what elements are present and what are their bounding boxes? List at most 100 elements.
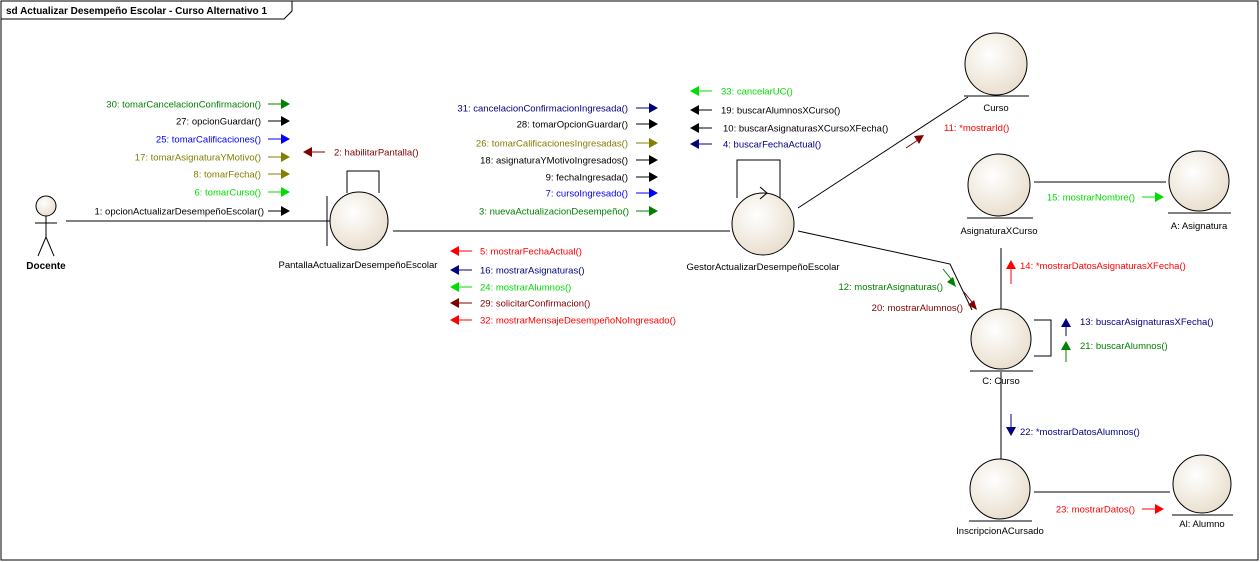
message-arrowhead-m16 bbox=[450, 265, 459, 275]
entity-circle bbox=[1168, 150, 1230, 212]
message-arrowhead-m20 bbox=[968, 300, 977, 310]
message-label-m16: 16: mostrarAsignaturas() bbox=[480, 266, 585, 277]
message-label-m14: 14: *mostrarDatosAsignaturasXFecha() bbox=[1020, 261, 1186, 272]
message-label-m12: 12: mostrarAsignaturas() bbox=[838, 282, 943, 293]
message-label-m21: 21: buscarAlumnos() bbox=[1080, 341, 1168, 352]
message-arrow-line-m12 bbox=[942, 268, 952, 280]
label-c-curso: C: Curso bbox=[982, 376, 1019, 387]
entity-circle bbox=[1172, 454, 1232, 514]
message-arrow-line-m20 bbox=[963, 291, 973, 303]
entity-a-asignatura bbox=[1168, 150, 1231, 214]
entity-c-curso bbox=[970, 308, 1033, 372]
message-arrowhead-m10 bbox=[690, 123, 699, 133]
message-label-m11: 11: *mostrarId() bbox=[944, 123, 1009, 134]
message-label-m3: 3: nuevaActualizacionDesempeño() bbox=[479, 207, 629, 218]
frame-title-tab bbox=[1, 1, 293, 20]
label-docente: Docente bbox=[26, 261, 66, 272]
message-arrowhead-m31 bbox=[649, 103, 658, 113]
message-arrowhead-m6 bbox=[281, 187, 290, 197]
label-inscripcion: InscripcionACursado bbox=[956, 526, 1044, 537]
control-circle bbox=[731, 192, 795, 256]
message-arrowhead-m3 bbox=[649, 206, 658, 216]
message-arrowhead-m8 bbox=[281, 169, 290, 179]
message-label-m27: 27: opcionGuardar() bbox=[176, 117, 261, 128]
entity-circle bbox=[967, 153, 1031, 217]
message-arrowhead-m2 bbox=[303, 147, 312, 157]
message-label-m25: 25: tomarCalificaciones() bbox=[156, 135, 261, 146]
message-label-m1: 1: opcionActualizarDesempeñoEscolar() bbox=[95, 207, 265, 218]
links bbox=[66, 96, 1170, 493]
label-al-alumno: Al: Alumno bbox=[1179, 519, 1224, 530]
message-label-m20: 20: mostrarAlumnos() bbox=[872, 303, 963, 314]
control-arrowhead bbox=[759, 186, 768, 200]
boundary-circle bbox=[329, 191, 389, 251]
boundary-pantalla bbox=[326, 191, 389, 251]
label-curso: Curso bbox=[983, 103, 1008, 114]
message-arrowhead-m4 bbox=[690, 139, 699, 149]
message-label-m23: 23: mostrarDatos() bbox=[1056, 505, 1135, 516]
link-gestor-ccurso bbox=[797, 230, 973, 311]
frame-title: sd Actualizar Desempeño Escolar - Curso … bbox=[6, 6, 267, 17]
label-gestor: GestorActualizarDesempeñoEscolar bbox=[686, 262, 839, 273]
message-label-m15: 15: mostrarNombre() bbox=[1047, 193, 1135, 204]
message-arrowhead-m30 bbox=[281, 99, 290, 109]
message-label-m18: 18: asignaturaYMotivoIngresados() bbox=[480, 156, 628, 167]
message-label-m26: 26: tomarCalificacionesIngresadas() bbox=[476, 139, 628, 150]
message-arrowhead-m9 bbox=[649, 172, 658, 182]
message-label-m10: 10: buscarAsignaturasXCursoXFecha() bbox=[723, 124, 888, 135]
message-label-m33: 33: cancelarUC() bbox=[721, 87, 793, 98]
message-arrowhead-m26 bbox=[649, 138, 658, 148]
entity-circle bbox=[964, 32, 1028, 96]
entity-circle bbox=[970, 308, 1032, 370]
entity-al-alumno bbox=[1172, 454, 1233, 516]
message-arrowhead-m7 bbox=[649, 188, 658, 198]
message-arrowhead-m23 bbox=[1155, 504, 1164, 514]
message-label-m28: 28: tomarOpcionGuardar() bbox=[517, 120, 628, 131]
message-label-m22: 22: *mostrarDatosAlumnos() bbox=[1020, 427, 1140, 438]
label-a-asignatura: A: Asignatura bbox=[1171, 221, 1228, 232]
entity-circle bbox=[969, 458, 1031, 520]
message-arrowhead-m24 bbox=[450, 282, 459, 292]
message-label-m4: 4: buscarFechaActual() bbox=[723, 140, 821, 151]
link-gestor-curso bbox=[797, 96, 969, 209]
message-label-m7: 7: cursoIngresado() bbox=[546, 189, 628, 200]
messages-layer: 30: tomarCancelacionConfirmacion() 27: op… bbox=[95, 86, 1214, 516]
message-label-m31: 31: cancelacionConfirmacionIngresada() bbox=[457, 104, 628, 115]
entity-curso bbox=[964, 32, 1029, 97]
message-label-m32: 32: mostrarMensajeDesempeñoNoIngresado() bbox=[480, 316, 676, 327]
control-gestor bbox=[731, 186, 795, 256]
message-arrowhead-m15 bbox=[1155, 192, 1164, 202]
message-arrowhead-m27 bbox=[281, 116, 290, 126]
message-arrowhead-m25 bbox=[281, 134, 290, 144]
label-asignatura-x-curso: AsignaturaXCurso bbox=[960, 226, 1037, 237]
message-label-m5: 5: mostrarFechaActual() bbox=[480, 247, 582, 258]
message-arrowhead-m12 bbox=[947, 277, 956, 287]
message-label-m6: 6: tomarCurso() bbox=[194, 188, 261, 199]
message-arrowhead-m29 bbox=[450, 298, 459, 308]
message-arrow-line-m11 bbox=[905, 139, 919, 149]
self-loop-gestor bbox=[736, 159, 781, 198]
message-arrowhead-m14 bbox=[1006, 260, 1016, 269]
message-label-m13: 13: buscarAsignaturasXFecha() bbox=[1080, 317, 1214, 328]
label-pantalla: PantallaActualizarDesempeñoEscolar bbox=[279, 260, 438, 271]
message-label-m9: 9: fechaIngresada() bbox=[546, 173, 628, 184]
actor-docente bbox=[35, 195, 57, 257]
message-arrowhead-m21 bbox=[1061, 341, 1071, 350]
message-label-m24: 24: mostrarAlumnos() bbox=[480, 283, 571, 294]
message-arrowhead-m1 bbox=[281, 206, 290, 216]
message-arrowhead-m19 bbox=[690, 105, 699, 115]
message-arrowhead-m5 bbox=[450, 246, 459, 256]
message-label-m17: 17: tomarAsignaturaYMotivo() bbox=[135, 153, 261, 164]
message-label-m29: 29: solicitarConfirmacion() bbox=[480, 299, 590, 310]
message-arrowhead-m13 bbox=[1061, 318, 1071, 327]
message-arrowhead-m18 bbox=[649, 155, 658, 165]
message-arrowhead-m28 bbox=[649, 119, 658, 129]
message-arrowhead-m17 bbox=[281, 152, 290, 162]
message-label-m2: 2: habilitarPantalla() bbox=[334, 148, 419, 159]
message-label-m30: 30: tomarCancelacionConfirmacion() bbox=[106, 100, 261, 111]
entity-inscripcion bbox=[969, 458, 1032, 522]
message-arrowhead-m33 bbox=[690, 86, 699, 96]
entity-asignatura-x-curso bbox=[967, 153, 1033, 219]
